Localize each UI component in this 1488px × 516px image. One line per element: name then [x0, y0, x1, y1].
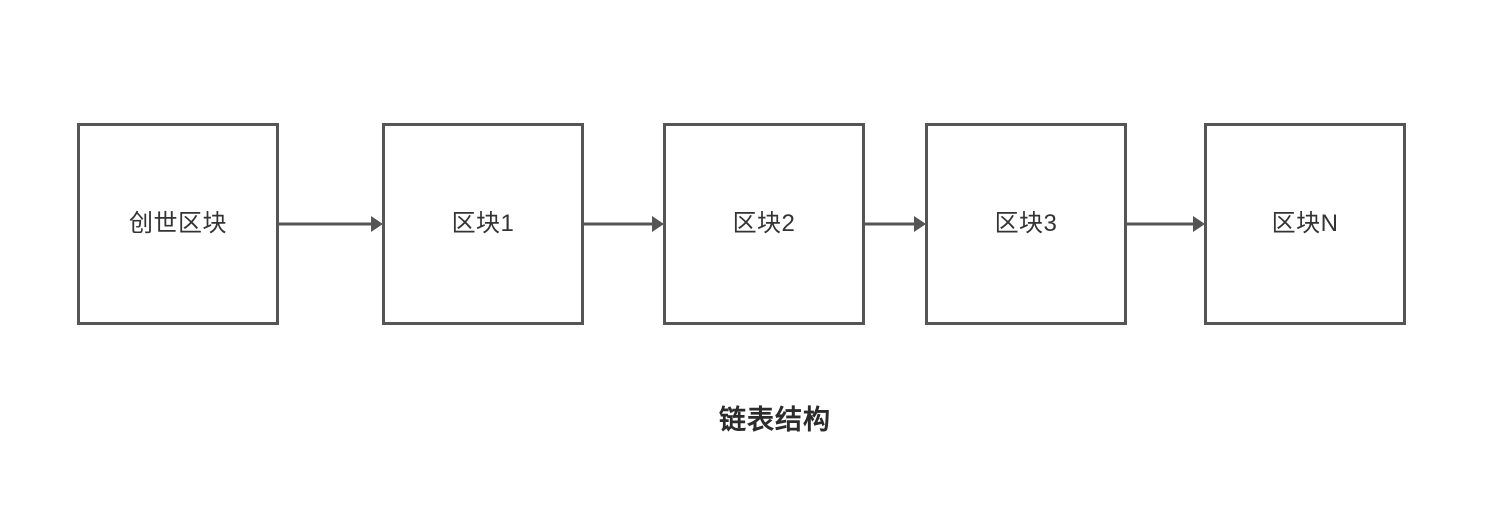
node-label: 区块3 — [994, 210, 1058, 237]
arrow-block2-to-block3 — [865, 212, 926, 236]
node-label: 创世区块 — [129, 210, 227, 237]
diagram-caption-text: 链表结构 — [719, 405, 831, 435]
node-label: 区块1 — [451, 210, 515, 237]
node-block-3[interactable]: 区块3 — [925, 123, 1127, 325]
node-block-2[interactable]: 区块2 — [663, 123, 865, 325]
arrow-block3-to-blockN — [1125, 212, 1205, 236]
node-label: 区块2 — [732, 210, 796, 237]
arrow-block1-to-block2 — [583, 212, 664, 236]
node-block-n[interactable]: 区块N — [1204, 123, 1406, 325]
node-block-1[interactable]: 区块1 — [382, 123, 584, 325]
diagram-caption: 链表结构 — [0, 398, 1488, 437]
node-label: 区块N — [1271, 210, 1339, 237]
arrow-genesis-to-block1 — [279, 212, 383, 236]
node-genesis-block[interactable]: 创世区块 — [77, 123, 279, 325]
